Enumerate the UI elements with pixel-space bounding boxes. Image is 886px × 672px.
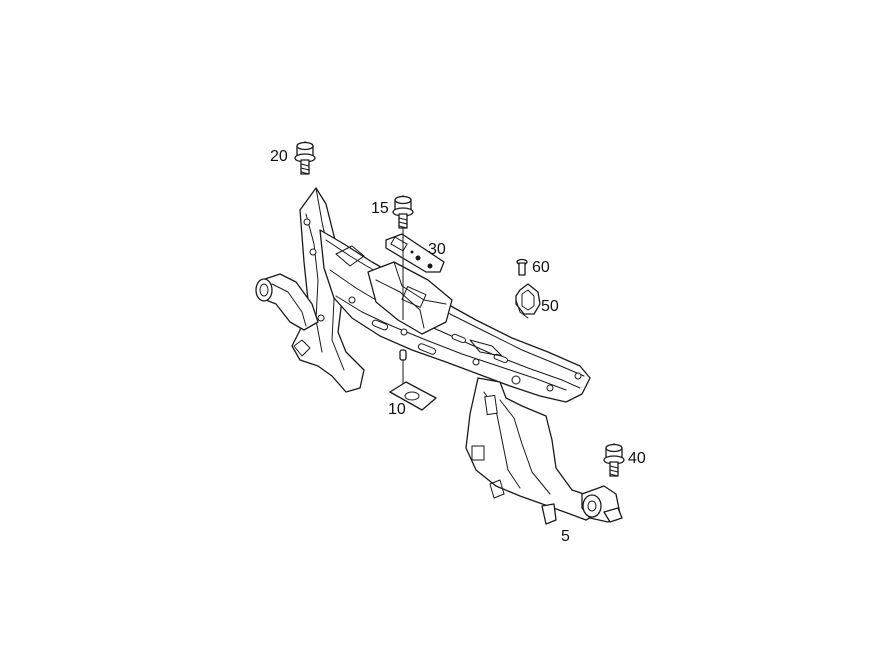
bolt-20 (294, 141, 316, 175)
bolt-40 (603, 443, 625, 477)
callout-labels: 20 15 30 60 50 10 40 5 (270, 148, 646, 545)
clip-50 (515, 283, 541, 319)
center-box-section (367, 261, 453, 335)
callout-60: 60 (532, 259, 550, 276)
left-lower-mount-arm (261, 273, 319, 331)
callout-5: 5 (561, 528, 570, 545)
callout-30: 30 (428, 241, 446, 258)
callout-10: 10 (388, 401, 406, 418)
front-carrier-assembly (255, 187, 623, 525)
bolt-15 (392, 195, 414, 229)
left-upright-strut (291, 187, 365, 393)
callout-15: 15 (371, 200, 389, 217)
bolt-60 (516, 258, 528, 276)
callout-20: 20 (270, 148, 288, 165)
callout-50: 50 (541, 298, 559, 315)
plate-10 (389, 349, 437, 411)
callout-40: 40 (628, 450, 646, 467)
